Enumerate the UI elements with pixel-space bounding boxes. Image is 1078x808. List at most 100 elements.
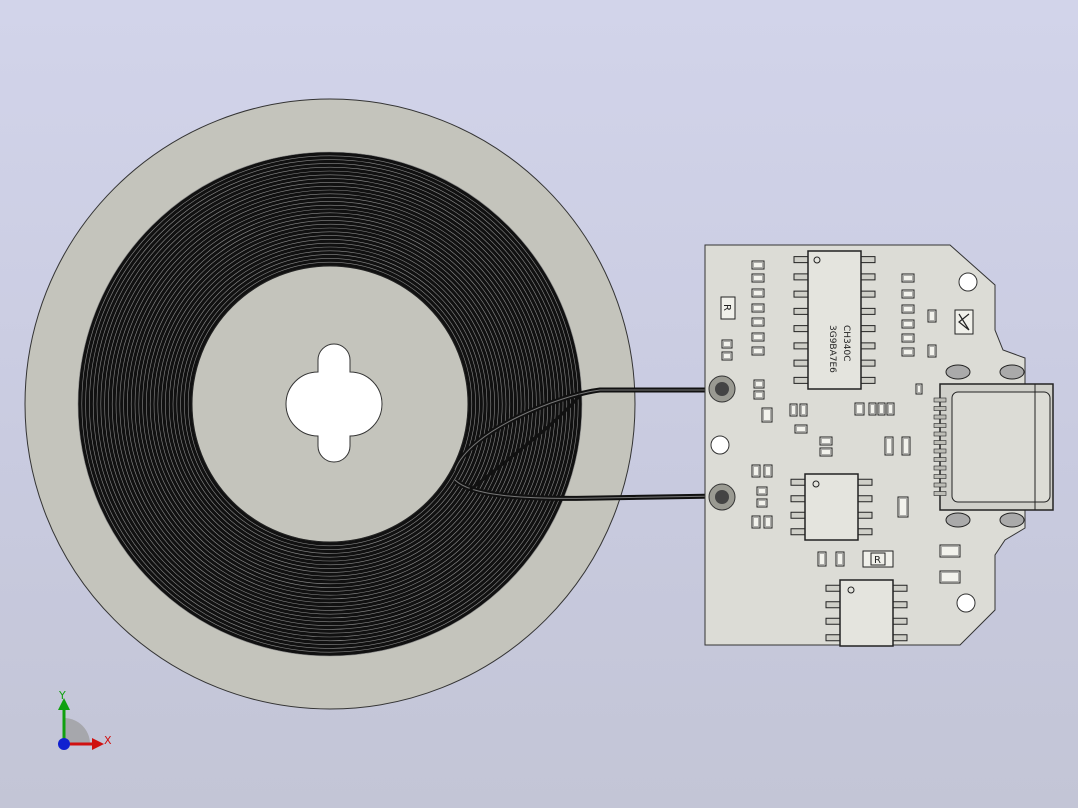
usb-c-pins [933, 397, 947, 496]
smd-component-outline [758, 500, 766, 506]
pcb-board[interactable]: CH340C 3G9BA7E6 R R [704, 244, 1054, 647]
ic-pin [793, 376, 809, 384]
smd-component-outline [753, 517, 759, 527]
coil-turn [138, 212, 522, 596]
ic-pin [793, 307, 809, 315]
smd-component [751, 464, 761, 478]
smd-component [789, 403, 798, 417]
smd-component-outline [929, 311, 935, 321]
smd-component-outline [753, 290, 763, 296]
usb-c-pin [933, 448, 947, 454]
ic-pin [860, 290, 876, 298]
smd-component-outline [903, 306, 913, 312]
coil-turn [96, 170, 564, 638]
smd-component-outline [837, 553, 843, 565]
smd-component [753, 379, 765, 389]
usb-c-tab [999, 364, 1025, 380]
usb-c-pin [933, 414, 947, 420]
usb-c-tab [999, 512, 1025, 528]
ic-pin [860, 376, 876, 384]
ic-pin [790, 478, 806, 486]
smd-component-outline [941, 572, 959, 582]
coil-turn [153, 227, 507, 581]
resistor-mark-1[interactable]: R [720, 296, 736, 320]
smd-component [721, 351, 733, 361]
smd-component [939, 544, 961, 558]
ic-pin [857, 511, 873, 519]
usb-c-tab [945, 364, 971, 380]
smd-component-outline [723, 353, 731, 359]
mount-hole [956, 593, 976, 613]
usb-c-pin [933, 482, 947, 488]
usb-c-connector[interactable] [933, 364, 1054, 528]
ic-main-marking-2: 3G9BA7E6 [827, 325, 837, 373]
smd-component [877, 402, 886, 416]
triad-arc [64, 718, 90, 744]
smd-component [763, 515, 773, 529]
usb-c-pin [933, 423, 947, 428]
triad-x-arrow [92, 738, 104, 750]
ic-pin [793, 342, 809, 350]
smd-component-outline [929, 346, 935, 356]
smd-component [901, 319, 915, 329]
ic-pin [892, 601, 908, 609]
ic-pin [825, 601, 841, 609]
smd-component [751, 317, 765, 327]
ic-soic8-bottom[interactable] [825, 579, 908, 647]
smd-component [763, 464, 773, 478]
coil-solder-pad-bottom-core [715, 490, 729, 504]
smd-component-outline [886, 438, 892, 454]
ic-pin [892, 634, 908, 642]
ic-main-pin1-dot [813, 256, 821, 264]
ic-pin [825, 584, 841, 592]
smd-component-outline [941, 546, 959, 556]
usb-c-pin [933, 431, 947, 437]
ic-pin [860, 256, 876, 264]
coil-turn [176, 250, 484, 558]
smd-component [794, 424, 808, 434]
smd-component-outline [753, 305, 763, 311]
smd-component-outline [765, 466, 771, 476]
coil-lead-bottom-inner [454, 479, 721, 499]
coil-turn [146, 220, 514, 588]
coil-turn [92, 166, 568, 642]
smd-component-outline [753, 319, 763, 325]
coil-assembly[interactable] [24, 98, 721, 710]
smd-component-outline [755, 381, 763, 387]
ic-soic8-middle[interactable] [790, 473, 873, 541]
ic-pin [793, 359, 809, 367]
smd-component-outline [903, 321, 913, 327]
smd-component [835, 551, 845, 567]
resistor-mark-1-text: R [721, 304, 732, 311]
resistor-mark-2-text: R [874, 555, 881, 566]
smd-component-outline [903, 438, 909, 454]
smd-component [751, 260, 765, 270]
ic-pin [793, 290, 809, 298]
ic-pin [793, 273, 809, 281]
coil-turn [180, 254, 480, 554]
coil-turn [134, 208, 526, 600]
smd-component [901, 273, 915, 283]
ic-pin [860, 273, 876, 281]
smd-component-outline [870, 404, 875, 414]
ic-pin [793, 325, 809, 333]
smd-component-outline [796, 426, 806, 432]
smd-component [761, 407, 773, 423]
smd-component-outline [903, 335, 913, 341]
coil-turn [142, 216, 518, 592]
coil-turn [100, 174, 560, 634]
usb-c-inner [951, 391, 1051, 503]
usb-c-pin [933, 397, 947, 403]
smd-component-outline [765, 517, 771, 527]
axis-triad[interactable]: Y X [58, 689, 112, 750]
smd-component-outline [758, 488, 766, 494]
coil-turn [130, 204, 530, 604]
mount-hole [710, 435, 730, 455]
mount-hole [958, 272, 978, 292]
smd-component-outline [888, 404, 893, 414]
smd-component-outline [821, 438, 831, 444]
ic-main[interactable]: CH340C 3G9BA7E6 [793, 250, 876, 390]
resistor-mark-2[interactable]: R [862, 550, 894, 568]
ic-main-body [807, 250, 862, 390]
